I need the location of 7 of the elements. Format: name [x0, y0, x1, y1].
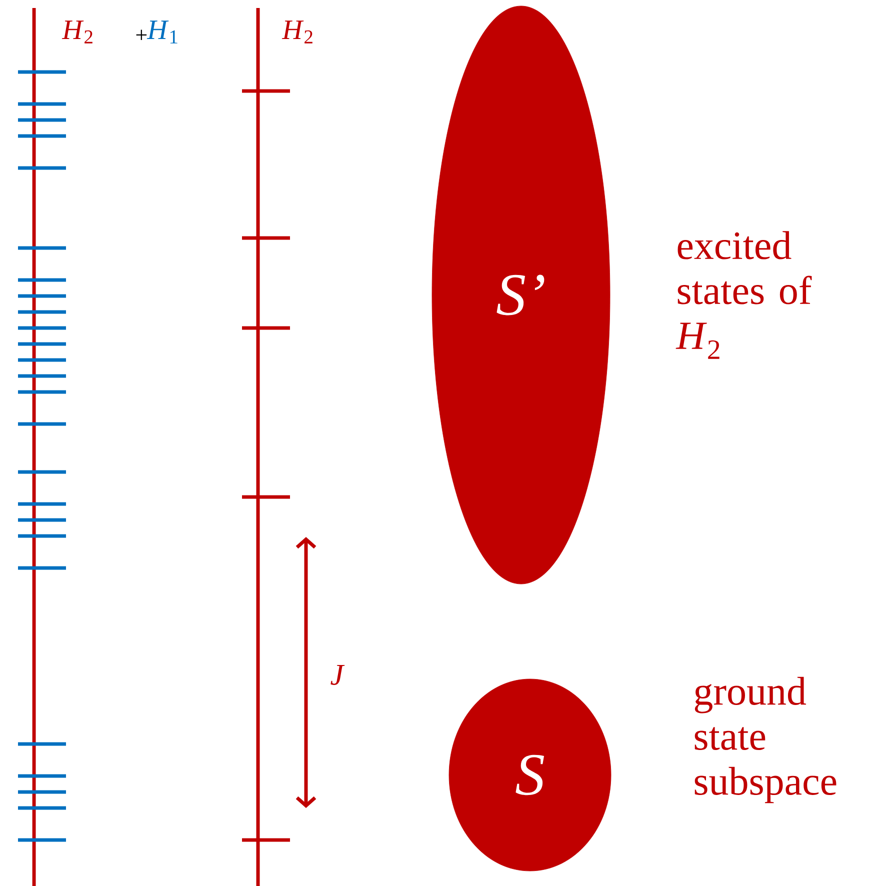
- axis-label: H$_{1}$: [146, 20, 178, 44]
- plus-sign: +: [136, 30, 147, 40]
- state-description: ground state subspace: [694, 676, 836, 804]
- gap-label: J: [330, 665, 345, 685]
- state-description: excited states of H$_{2}$: [676, 231, 812, 359]
- axis-label: H$_{2}$: [62, 20, 92, 44]
- axis-label: H$_{2}$: [282, 20, 312, 44]
